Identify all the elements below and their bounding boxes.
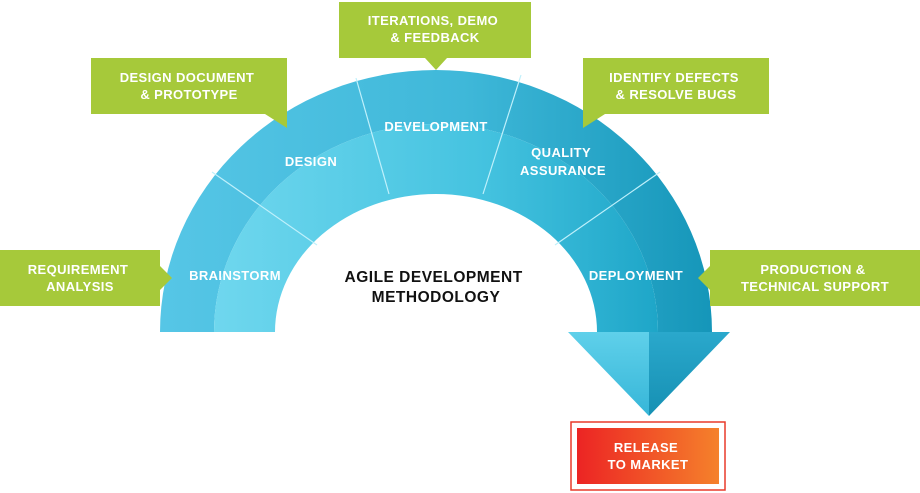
- divider-4: [554, 171, 661, 246]
- segment-dividers: [211, 74, 661, 246]
- divider-3: [482, 74, 522, 195]
- segment-label-deployment: DEPLOYMENT: [589, 268, 683, 283]
- callout-requirement-text: REQUIREMENT ANALYSIS: [28, 262, 132, 294]
- arc-inner-band: [214, 124, 658, 332]
- center-title: AGILE DEVELOPMENT METHODOLOGY: [345, 269, 528, 306]
- callout-identify-defects: [583, 58, 769, 128]
- down-arrow-icon: [568, 332, 730, 416]
- callout-production-text: PRODUCTION & TECHNICAL SUPPORT: [741, 262, 889, 294]
- callout-defects-text: IDENTIFY DEFECTS & RESOLVE BUGS: [609, 70, 743, 102]
- callout-iterations: [339, 2, 531, 70]
- callout-design-doc-text: DESIGN DOCUMENT & PROTOTYPE: [120, 70, 259, 102]
- release-text: RELEASE TO MARKET: [608, 440, 689, 472]
- segment-label-design: DESIGN: [285, 154, 337, 169]
- arc-ring: [160, 70, 712, 332]
- segment-label-development: DEVELOPMENT: [384, 119, 487, 134]
- release-to-market-box: [570, 421, 726, 491]
- callout-design-document: [91, 58, 287, 128]
- segment-label-brainstorm: BRAINSTORM: [189, 268, 281, 283]
- segment-label-quality-assurance: QUALITY ASSURANCE: [520, 145, 606, 178]
- divider-1: [211, 171, 318, 246]
- callout-production-support: [698, 250, 920, 306]
- arc-outer-band: [160, 70, 712, 332]
- divider-2: [355, 77, 390, 195]
- callout-iterations-text: ITERATIONS, DEMO & FEEDBACK: [368, 13, 502, 45]
- callout-requirement-analysis: [0, 250, 172, 306]
